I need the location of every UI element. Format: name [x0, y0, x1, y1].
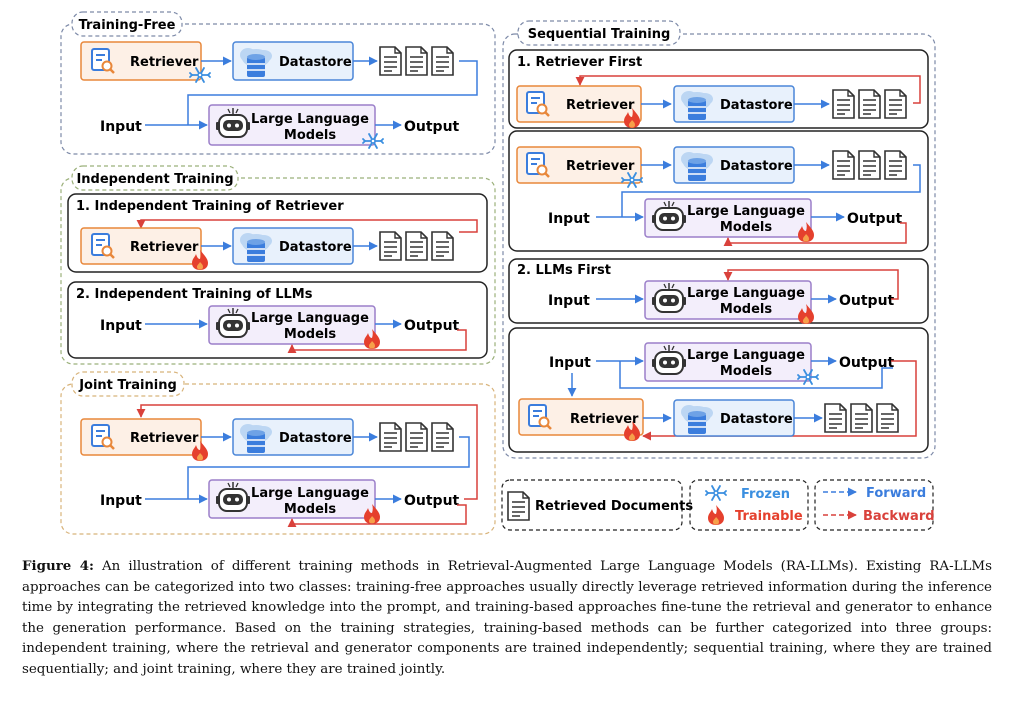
- output-label: Output: [404, 119, 460, 135]
- subsection-title: 1. Independent Training of Retriever: [76, 199, 344, 214]
- subsection-title: 1. Retriever First: [517, 55, 642, 70]
- datastore-label: Datastore: [279, 55, 352, 70]
- datastore-label: Datastore: [720, 159, 793, 174]
- figure-caption: Figure 4: An illustration of different t…: [22, 556, 992, 681]
- llm-label-line1: Large Language: [251, 311, 369, 326]
- output-label: Output: [404, 493, 460, 509]
- llm-label-line2: Models: [284, 327, 336, 342]
- legend-backward: Backward: [863, 509, 935, 524]
- retriever-label: Retriever: [130, 55, 199, 70]
- llm-label-line1: Large Language: [251, 486, 369, 501]
- legend-forward: Forward: [866, 486, 926, 501]
- training-methods-diagram: Training-Free Retriever Datastore Input …: [60, 11, 936, 535]
- legend-trainable: Trainable: [735, 509, 803, 524]
- input-label: Input: [548, 293, 590, 309]
- input-label: Input: [100, 318, 142, 334]
- retriever-label: Retriever: [130, 431, 199, 446]
- llm-label-line2: Models: [720, 302, 772, 317]
- input-label: Input: [549, 355, 591, 371]
- llm-label-line2: Models: [720, 364, 772, 379]
- llm-label-line2: Models: [720, 220, 772, 235]
- input-label: Input: [100, 119, 142, 135]
- output-label: Output: [839, 293, 895, 309]
- section-training-free: Training-Free Retriever Datastore Input …: [60, 11, 496, 155]
- section-title: Sequential Training: [528, 27, 671, 42]
- output-label: Output: [847, 211, 903, 227]
- output-label: Output: [404, 318, 460, 334]
- llm-label-line1: Large Language: [687, 204, 805, 219]
- retriever-label: Retriever: [570, 412, 639, 427]
- datastore-label: Datastore: [279, 240, 352, 255]
- caption-text: An illustration of different training me…: [22, 559, 992, 677]
- llm-label-line1: Large Language: [251, 112, 369, 127]
- section-joint-training: Joint Training Retriever Datastore Input…: [60, 371, 496, 535]
- section-independent-training: Independent Training 1. Independent Trai…: [60, 165, 496, 365]
- legend-frozen: Frozen: [741, 487, 790, 502]
- legend: Retrieved Documents Frozen Trainable For…: [501, 479, 935, 531]
- llm-label-line1: Large Language: [687, 348, 805, 363]
- caption-label: Figure 4:: [22, 558, 94, 574]
- retriever-label: Retriever: [130, 240, 199, 255]
- output-label: Output: [839, 355, 895, 371]
- llm-label-line2: Models: [284, 502, 336, 517]
- section-title: Joint Training: [78, 378, 177, 393]
- subsection-title: 2. Independent Training of LLMs: [76, 287, 313, 302]
- section-title: Training-Free: [79, 18, 176, 33]
- retriever-label: Retriever: [566, 159, 635, 174]
- section-title: Independent Training: [76, 172, 233, 187]
- datastore-label: Datastore: [720, 98, 793, 113]
- section-sequential-training: Sequential Training 1. Retriever First R…: [502, 20, 936, 459]
- llm-label-line1: Large Language: [687, 286, 805, 301]
- datastore-label: Datastore: [720, 412, 793, 427]
- datastore-label: Datastore: [279, 431, 352, 446]
- legend-retrieved-documents: Retrieved Documents: [535, 499, 693, 514]
- llm-label-line2: Models: [284, 128, 336, 143]
- input-label: Input: [100, 493, 142, 509]
- retriever-label: Retriever: [566, 98, 635, 113]
- subsection-title: 2. LLMs First: [517, 263, 611, 278]
- input-label: Input: [548, 211, 590, 227]
